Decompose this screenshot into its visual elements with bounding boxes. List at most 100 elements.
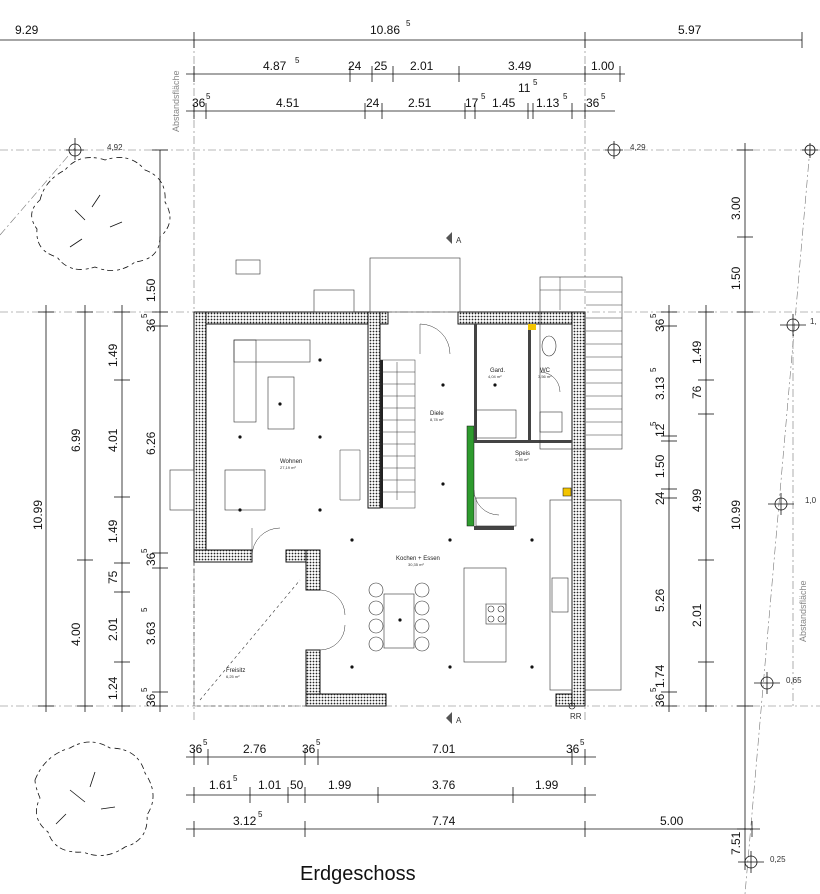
dim-label: 1.99: [328, 778, 352, 792]
room-area-wc: 3,56 m²: [538, 374, 552, 379]
dim-label: 5: [481, 92, 486, 101]
marker-label: 4,29: [630, 143, 646, 152]
ceiling-lights: [238, 358, 534, 669]
dim-label: 4.51: [276, 96, 300, 110]
dim-label: 1.61: [209, 778, 233, 792]
furniture-wohnen: [224, 259, 311, 511]
dim-label: 5: [601, 92, 606, 101]
dimension-top: 9.29 10.86 5 5.97 4.87 5 24 25 2.01 3.49…: [0, 19, 803, 119]
dim-label: 1.74: [653, 664, 667, 688]
dim-label: 2.01: [106, 617, 120, 641]
dim-label: 36: [653, 318, 667, 332]
dim-label: 24: [348, 59, 362, 73]
dim-label: 2.01: [410, 59, 434, 73]
survey-marker-5: 1,0: [768, 493, 817, 515]
tree-bottom-left: [34, 741, 154, 856]
dim-label: 5: [316, 738, 321, 747]
dimension-bottom: 36 5 2.76 36 5 7.01 36 5 1.61 5 1.01 50 …: [186, 738, 760, 837]
survey-marker-1: 4,92: [66, 138, 123, 160]
dim-label: 5: [406, 19, 411, 28]
survey-markers: 4,92 4,29 1, 1,0 0,65 0,25: [66, 138, 818, 873]
room-name-wc: WC: [540, 368, 551, 374]
dim-label: 2.01: [690, 603, 704, 627]
dim-label: 5: [140, 687, 149, 692]
section-label: A: [456, 236, 462, 245]
room-name-gard: Gard.: [490, 368, 505, 374]
dim-label: 36: [144, 693, 158, 707]
dim-label: 36: [144, 552, 158, 566]
dim-label: 3.63: [144, 621, 158, 645]
dim-label: 1.01: [258, 778, 282, 792]
side-label-left: Abstandsfläche: [171, 70, 181, 132]
dim-label: 5: [563, 92, 568, 101]
dim-label: 5: [649, 367, 658, 372]
room-labels: Wohnen 27,19 m² Diele 8,78 m² Gard. 4,04…: [226, 368, 552, 679]
dim-label: 10.99: [729, 500, 743, 530]
dim-label: 5: [649, 687, 658, 692]
dim-label: 2.51: [408, 96, 432, 110]
dim-label: 5: [649, 313, 658, 318]
dim-label: 36: [192, 96, 206, 110]
dim-label: 1.50: [144, 278, 158, 302]
dim-label: 5: [533, 78, 538, 87]
dim-label: 5: [206, 92, 211, 101]
dim-label: 36: [586, 96, 600, 110]
dim-label: 4.99: [690, 488, 704, 512]
dim-label: 2.76: [243, 742, 267, 756]
dim-label: 10.99: [31, 500, 45, 530]
survey-marker-3: [802, 143, 818, 158]
dim-label: 24: [653, 491, 667, 505]
marker-label: 0,25: [770, 855, 786, 864]
dim-label: 36: [566, 742, 580, 756]
rr-label: RR: [570, 712, 582, 721]
dim-label: 36: [302, 742, 316, 756]
extensions: [169, 257, 623, 707]
dim-label: 1.99: [535, 778, 559, 792]
dim-label: 5.26: [653, 588, 667, 612]
marker-label: 1,0: [805, 496, 817, 505]
dim-label: 11: [518, 81, 531, 95]
dim-label: 36: [144, 318, 158, 332]
dim-label: 5.00: [660, 814, 684, 828]
room-area-speis: 4,35 m²: [515, 457, 529, 462]
dim-label: 1.49: [690, 340, 704, 364]
dim-label: 1.13: [536, 96, 560, 110]
stairs-outer: [540, 277, 622, 436]
dim-label: 36: [653, 693, 667, 707]
dim-label: 1.50: [653, 454, 667, 478]
dim-label: 5: [203, 738, 208, 747]
room-name-kochen: Kochen + Essen: [396, 556, 440, 562]
dim-label: 3.12: [233, 814, 257, 828]
dim-label: 3.76: [432, 778, 456, 792]
survey-marker-2: 4,29: [605, 141, 646, 159]
dim-label: 6.99: [69, 428, 83, 452]
marker-label: 0,65: [786, 676, 802, 685]
side-label-right: Abstandsfläche: [798, 580, 808, 642]
dim-label: 24: [366, 96, 380, 110]
dim-label: 5.97: [678, 23, 702, 37]
furniture-kochen: [368, 335, 573, 691]
survey-marker-4: 1,: [780, 314, 817, 336]
dim-label: 75: [106, 570, 120, 584]
marker-label: 4,92: [107, 143, 123, 152]
dim-label: 5: [295, 56, 300, 65]
room-area-freisitz: 6,25 m²: [226, 674, 240, 679]
dim-label: 17: [465, 96, 479, 110]
dim-label: 5: [649, 421, 658, 426]
property-lines: [0, 40, 820, 894]
room-name-wohnen: Wohnen: [280, 459, 302, 465]
dim-label: 5: [580, 738, 585, 747]
dim-label: 1.50: [729, 266, 743, 290]
dim-label: 5: [140, 548, 149, 553]
dim-label: 50: [290, 778, 304, 792]
dim-label: 7.74: [432, 814, 456, 828]
dim-label: 4.00: [69, 622, 83, 646]
building-walls: [193, 311, 586, 707]
room-name-diele: Diele: [430, 411, 444, 417]
dim-label: 7.01: [432, 742, 456, 756]
room-name-freisitz: Freisitz: [226, 668, 245, 674]
dim-label: 4.87: [263, 59, 287, 73]
section-label: A: [456, 716, 462, 725]
room-name-speis: Speis: [515, 451, 530, 457]
